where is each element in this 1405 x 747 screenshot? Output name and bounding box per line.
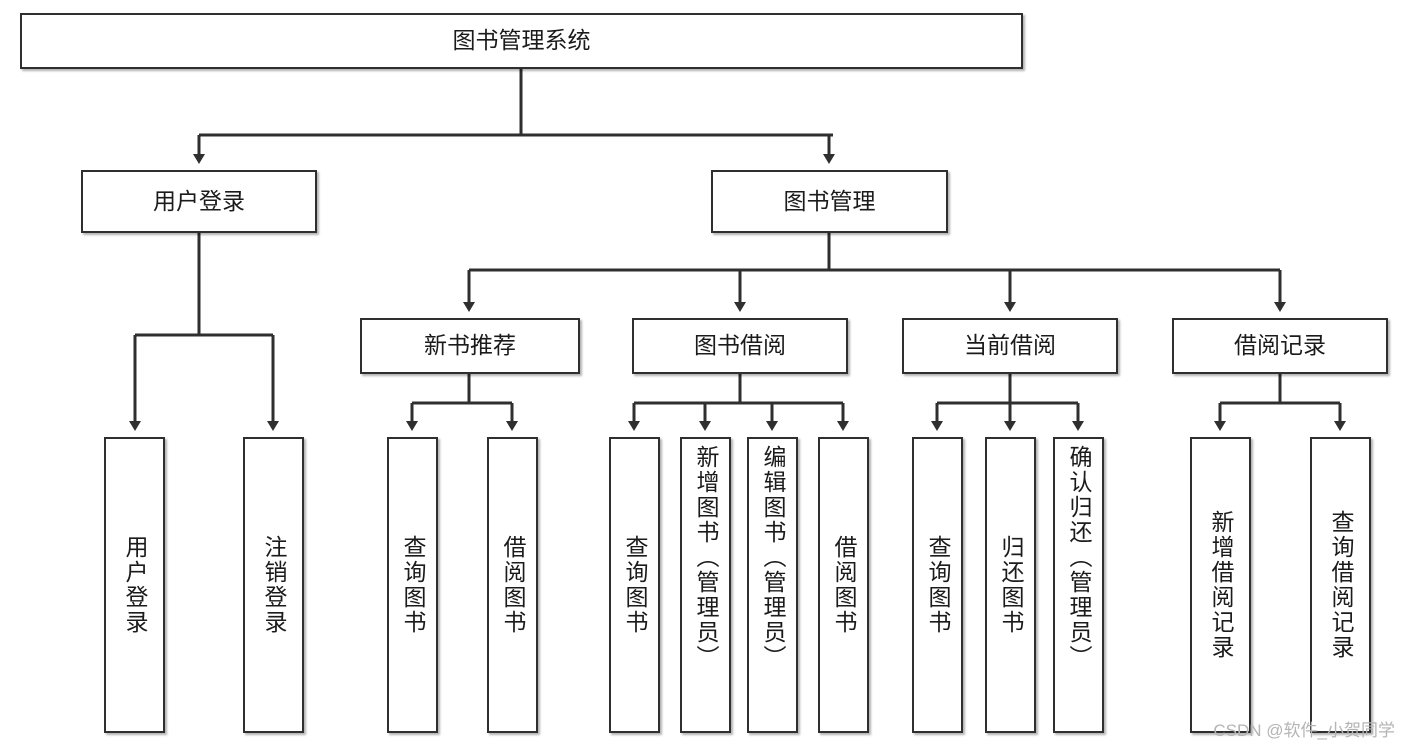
node-current-borrow-label: 当前借阅 [964,332,1056,359]
node-leaf-add-record-label: 新增借阅记录 [1208,510,1234,660]
node-leaf-add-book[interactable]: 新增图书（管理员） [680,437,731,733]
node-leaf-borrow-book-2-label: 借阅图书 [831,535,857,635]
node-user-login[interactable]: 用户登录 [81,170,317,233]
node-leaf-confirm-return[interactable]: 确认归还（管理员） [1053,437,1104,733]
node-borrow-record[interactable]: 借阅记录 [1172,318,1388,374]
node-leaf-edit-book[interactable]: 编辑图书（管理员） [747,437,798,733]
node-root-label: 图书管理系统 [452,27,591,54]
node-leaf-borrow-book-1[interactable]: 借阅图书 [487,437,538,733]
node-leaf-query-book-2-label: 查询图书 [622,535,648,635]
node-new-book-rec[interactable]: 新书推荐 [360,318,580,374]
node-leaf-borrow-book-2[interactable]: 借阅图书 [818,437,869,733]
node-leaf-query-record[interactable]: 查询借阅记录 [1310,437,1371,733]
edge-group-root [193,69,835,164]
node-leaf-return-book[interactable]: 归还图书 [985,437,1036,733]
watermark-text: CSDN @软件_小贺同学 [1213,721,1395,740]
node-leaf-logout[interactable]: 注销登录 [243,437,304,733]
node-current-borrow[interactable]: 当前借阅 [902,318,1118,374]
node-leaf-query-book-2[interactable]: 查询图书 [609,437,660,733]
node-new-book-rec-label: 新书推荐 [424,332,516,359]
node-leaf-query-book-1-label: 查询图书 [400,535,426,635]
node-leaf-logout-label: 注销登录 [261,535,287,635]
node-borrow-record-label: 借阅记录 [1234,332,1326,359]
node-leaf-return-book-label: 归还图书 [998,535,1024,635]
node-leaf-confirm-return-label: 确认归还（管理员） [1066,445,1092,670]
edge-group-borrow-record [1214,374,1346,431]
edge-group-book-manage [463,233,1286,312]
node-leaf-add-book-label: 新增图书（管理员） [693,445,719,670]
edge-group-new-book-rec [406,374,518,431]
node-leaf-borrow-book-1-label: 借阅图书 [500,535,526,635]
node-book-manage[interactable]: 图书管理 [711,170,948,233]
node-leaf-query-book-3-label: 查询图书 [925,535,951,635]
node-leaf-query-book-3[interactable]: 查询图书 [912,437,963,733]
edge-group-current-borrow [931,374,1084,431]
node-leaf-edit-book-label: 编辑图书（管理员） [760,445,786,670]
node-root[interactable]: 图书管理系统 [20,13,1023,69]
node-book-borrow[interactable]: 图书借阅 [632,318,848,374]
node-user-login-label: 用户登录 [153,187,245,214]
node-leaf-user-login[interactable]: 用户登录 [104,437,165,733]
node-leaf-user-login-label: 用户登录 [122,535,148,635]
node-book-borrow-label: 图书借阅 [694,332,786,359]
edge-group-user-login [129,233,279,431]
node-book-manage-label: 图书管理 [783,187,876,214]
node-leaf-add-record[interactable]: 新增借阅记录 [1190,437,1251,733]
node-leaf-query-book-1[interactable]: 查询图书 [387,437,438,733]
node-leaf-query-record-label: 查询借阅记录 [1328,510,1354,660]
edge-group-book-borrow [628,374,849,431]
